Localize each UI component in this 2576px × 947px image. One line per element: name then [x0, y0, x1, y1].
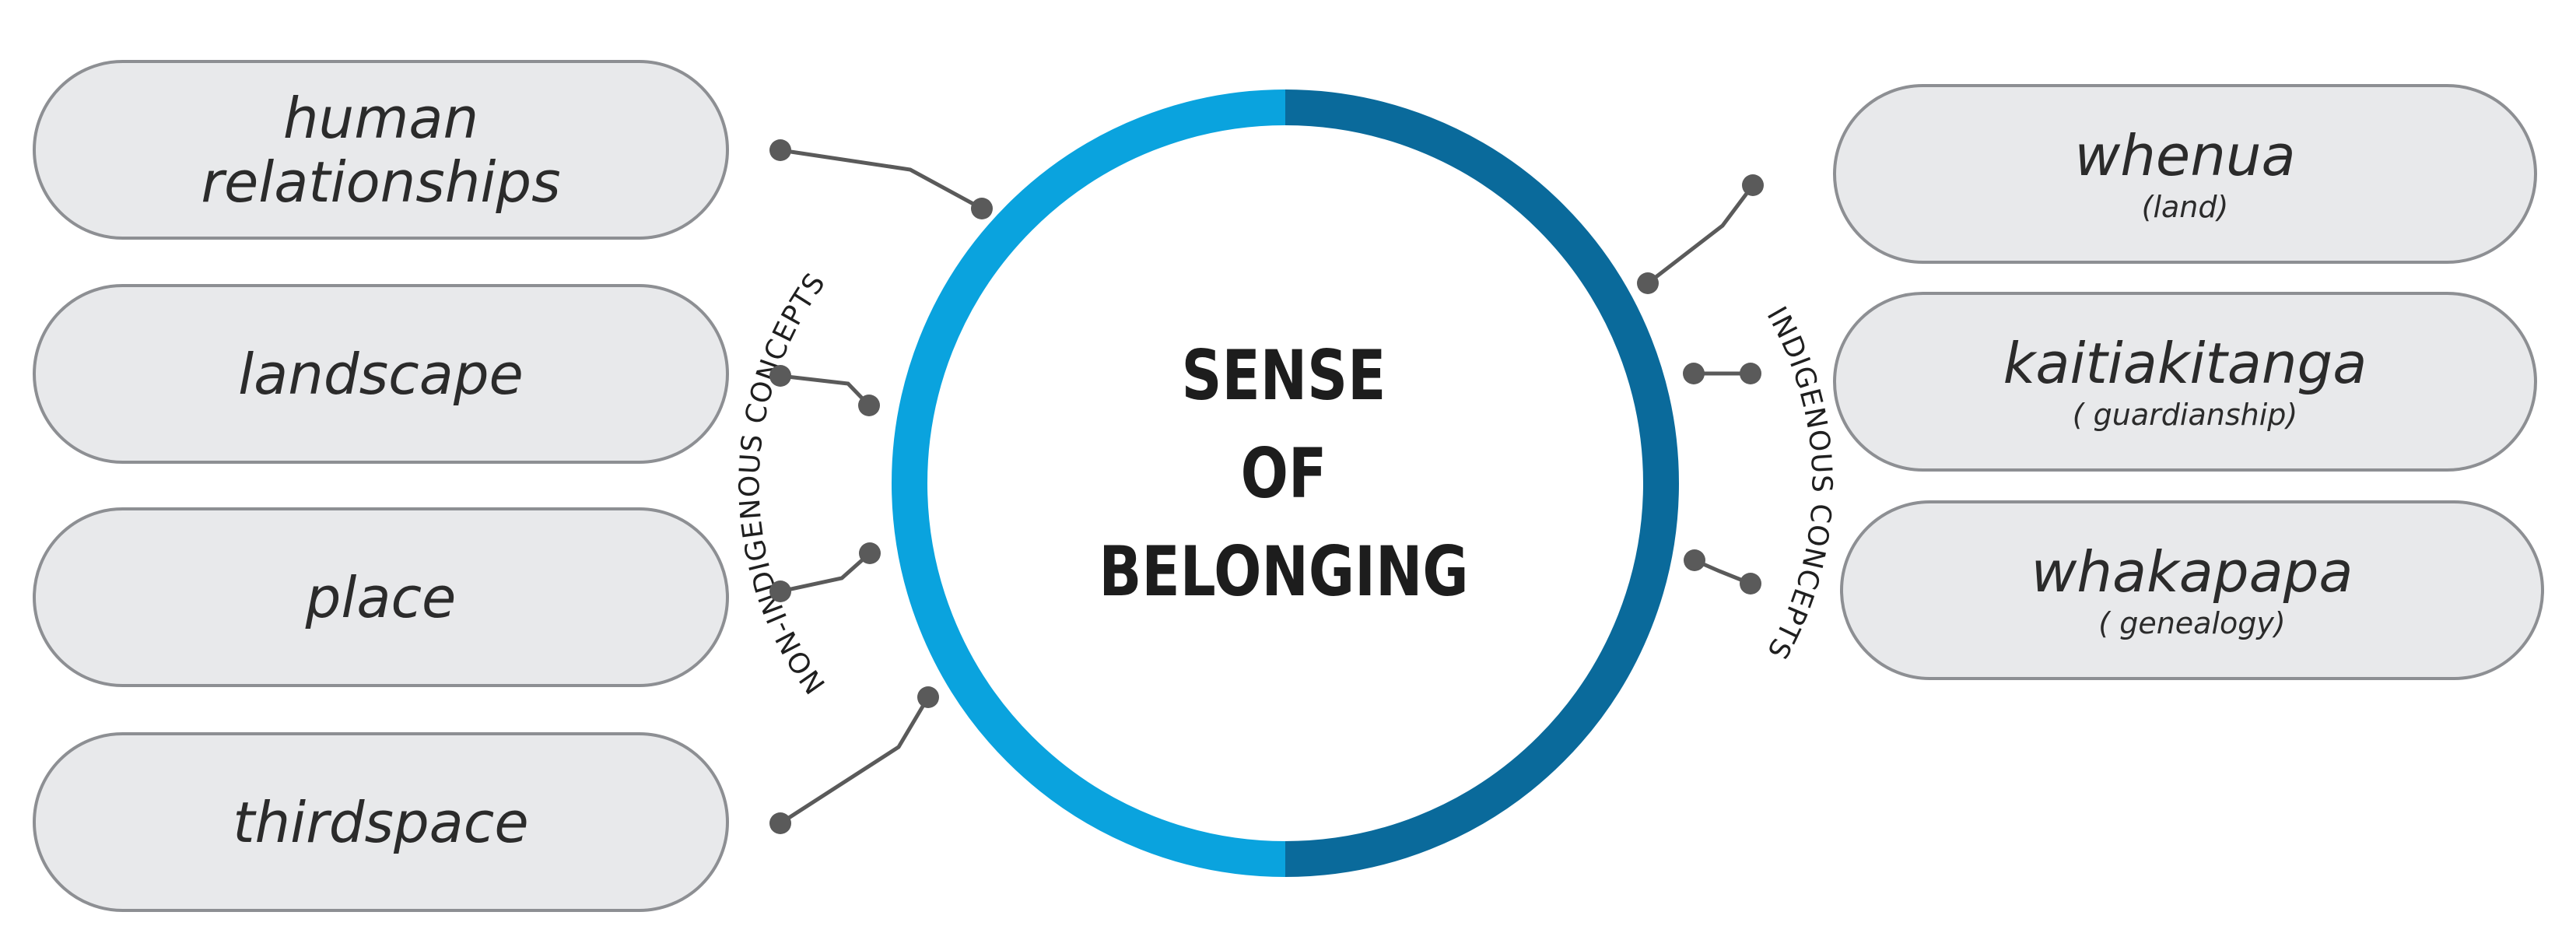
dot-ring-landscape	[858, 395, 880, 416]
concept-translation: ( genealogy)	[2098, 605, 2286, 640]
connector-human-relationships	[780, 148, 983, 211]
center-title-line-3: BELONGING	[1099, 531, 1469, 612]
dot-ring-kaitiakitanga	[1683, 363, 1705, 384]
dot-outer-human-relationships	[769, 139, 791, 161]
arc-label-right: INDIGENOUS CONCEPTS	[1761, 301, 1838, 665]
concept-translation: ( guardianship)	[2072, 397, 2298, 432]
dot-ring-place	[859, 542, 881, 564]
concept-pill-kaitiakitanga: kaitiakitanga ( guardianship)	[1833, 292, 2537, 472]
concept-pill-landscape: landscape	[33, 284, 729, 464]
concept-label: kaitiakitanga	[2003, 330, 2367, 396]
dot-outer-landscape	[769, 365, 791, 387]
concept-pill-whenua: whenua (land)	[1833, 84, 2537, 264]
dot-outer-kaitiakitanga	[1740, 363, 1761, 384]
concept-translation: (land)	[2141, 189, 2229, 224]
concept-label: whenua	[2074, 122, 2296, 188]
connector-place	[780, 552, 871, 594]
center-disk	[912, 110, 1659, 857]
concept-label: place	[305, 564, 457, 630]
dot-outer-thirdspace	[769, 812, 791, 834]
connector-landscape	[780, 374, 871, 407]
dot-outer-place	[769, 580, 791, 602]
ring-right-half	[1284, 89, 1679, 877]
center-title-line-1: SENSE	[1181, 335, 1386, 416]
concept-label: landscape	[238, 341, 524, 407]
ring-left-half	[892, 89, 1286, 877]
concept-pill-human-relationships: human relationships	[33, 60, 729, 240]
concept-pill-place: place	[33, 507, 729, 687]
connectors-left	[779, 148, 983, 826]
concept-label: thirdspace	[233, 789, 529, 855]
arc-label-left: NON-INDIGENOUS CONCEPTS	[734, 267, 832, 699]
arc-label-left-text: NON-INDIGENOUS CONCEPTS	[734, 267, 831, 699]
connector-thirdspace	[779, 696, 931, 826]
concept-pill-thirdspace: thirdspace	[33, 732, 729, 912]
dot-outer-whenua	[1742, 174, 1764, 196]
dot-ring-human-relationships	[971, 198, 993, 219]
connector-dots	[769, 139, 1764, 834]
dot-outer-whakapapa	[1740, 573, 1761, 595]
dot-ring-whenua	[1637, 272, 1659, 294]
connector-whenua	[1646, 184, 1754, 285]
concept-label: whakapapa	[2031, 538, 2353, 605]
concept-pill-whakapapa: whakapapa ( genealogy)	[1840, 500, 2544, 680]
concept-label: human relationships	[201, 85, 561, 215]
arc-label-right-text: INDIGENOUS CONCEPTS	[1761, 301, 1837, 665]
center-title: SENSE OF BELONGING	[1092, 327, 1475, 621]
center-title-line-2: OF	[1240, 433, 1327, 514]
dot-ring-thirdspace	[917, 686, 939, 708]
dot-ring-whakapapa	[1684, 549, 1705, 571]
